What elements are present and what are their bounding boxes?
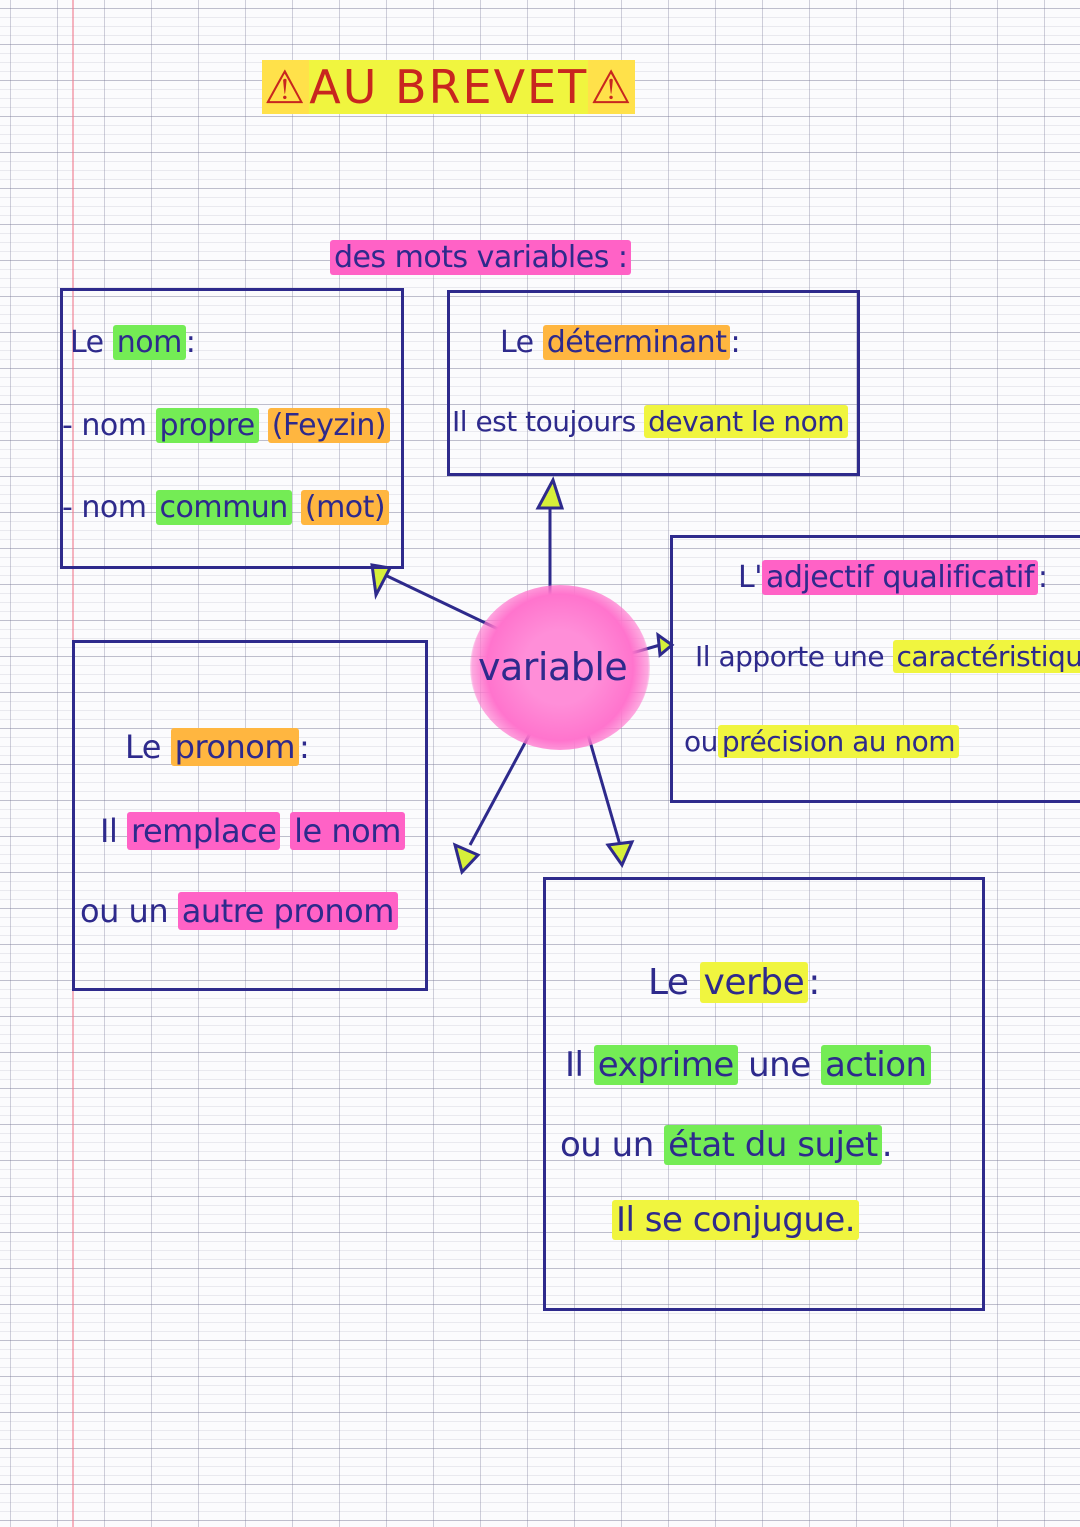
- arrowhead: [370, 563, 393, 600]
- pronom-line-1: Il remplace le nom: [100, 812, 405, 850]
- pronom-heading: Le pronom:: [125, 728, 310, 766]
- verbe-box: [543, 877, 985, 1311]
- nom-heading: Le nom:: [70, 325, 196, 360]
- adjectif-box: [670, 535, 1080, 803]
- arrowhead: [452, 842, 481, 876]
- verbe-line-1: Il exprime une action: [565, 1045, 931, 1085]
- warning-triangle-icon: ⚠: [262, 60, 310, 114]
- nom-line-2: - nom commun (mot): [62, 490, 390, 525]
- pronom-box: [72, 640, 428, 991]
- arrowhead: [656, 631, 675, 658]
- determinant-heading: Le déterminant:: [500, 325, 741, 360]
- determinant-line: Il est toujours devant le nom: [452, 405, 849, 438]
- arrowhead: [535, 476, 565, 510]
- arrow-to-nom: [384, 573, 501, 632]
- adjectif-heading: L'adjectif qualificatif:: [738, 560, 1048, 595]
- center-cloud: [470, 585, 650, 750]
- verbe-heading: Le verbe:: [648, 962, 820, 1003]
- nom-box: [60, 288, 404, 569]
- arrowhead: [605, 840, 635, 869]
- determinant-box: [447, 290, 860, 476]
- pronom-line-2: ou un autre pronom: [80, 892, 398, 930]
- title-text: AU BREVET: [309, 60, 589, 114]
- section-heading: des mots variables :: [330, 240, 632, 275]
- page-title: ⚠AU BREVET⚠: [262, 60, 636, 114]
- verbe-line-2: ou un état du sujet.: [560, 1125, 893, 1165]
- nom-line-1: - nom propre (Feyzin): [62, 408, 391, 443]
- adjectif-line-1: Il apporte une caractéristique: [695, 640, 1080, 673]
- warning-triangle-icon: ⚠: [588, 60, 636, 114]
- center-label: variable: [478, 645, 628, 689]
- verbe-line-3: Il se conjugue.: [612, 1200, 860, 1240]
